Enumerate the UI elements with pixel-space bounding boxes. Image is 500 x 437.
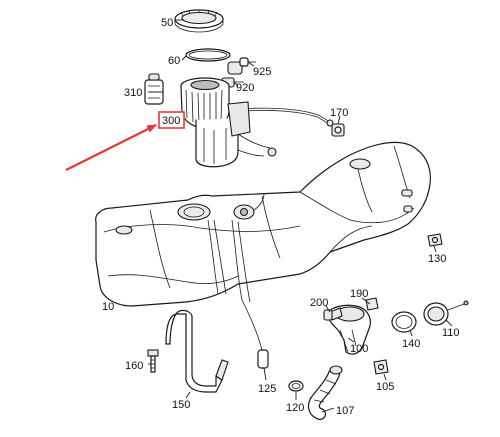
callout-110: 110 <box>442 327 460 339</box>
callout-10: 10 <box>102 301 114 313</box>
callout-125: 125 <box>258 383 276 395</box>
lock-ring-part <box>174 9 224 33</box>
grommet-170-part <box>331 123 345 137</box>
leader-lines <box>148 19 453 413</box>
clip-200-part <box>323 309 333 321</box>
callout-labels: 50 60 925 920 310 300 170 130 10 200 190… <box>102 17 460 417</box>
callout-130: 130 <box>428 253 446 265</box>
clamp-120-part <box>288 380 304 392</box>
callout-120: 120 <box>286 402 304 414</box>
callout-107: 107 <box>336 405 354 417</box>
highlight-box-300 <box>158 111 185 129</box>
callout-310: 310 <box>124 87 142 99</box>
bolt-160-part <box>147 349 159 373</box>
callout-140: 140 <box>402 338 420 350</box>
callout-920: 920 <box>236 82 254 94</box>
callout-300: 300 <box>162 115 180 127</box>
bracket-190-part <box>365 297 379 311</box>
callout-925: 925 <box>253 66 271 78</box>
callout-190: 190 <box>350 288 368 300</box>
tank-lines <box>207 219 251 303</box>
level-sensor-310-part <box>144 73 164 105</box>
callout-160: 160 <box>125 360 143 372</box>
connector-925-part <box>227 57 256 75</box>
callout-60: 60 <box>168 55 180 67</box>
callout-200: 200 <box>310 297 328 309</box>
clip-130-part <box>427 233 443 247</box>
filler-neck-100-part <box>327 304 371 355</box>
callout-150: 150 <box>172 399 190 411</box>
fuel-pump-module <box>180 77 277 168</box>
vent-hose <box>242 107 334 127</box>
filler-hose-107-part <box>307 365 343 420</box>
tank-strap-150-part <box>165 309 229 393</box>
seal-ring-140-part <box>391 311 417 333</box>
callout-105: 105 <box>376 381 394 393</box>
callout-170: 170 <box>330 107 348 119</box>
callout-100: 100 <box>350 343 368 355</box>
fuel-tank <box>95 141 431 307</box>
fuel-cap-110-part <box>423 300 469 326</box>
highlight-arrow <box>65 124 157 171</box>
clip-105-part <box>373 359 389 375</box>
callout-50: 50 <box>161 17 173 29</box>
fuel-line-125-part <box>241 299 269 369</box>
seal-ring-part <box>185 48 231 62</box>
